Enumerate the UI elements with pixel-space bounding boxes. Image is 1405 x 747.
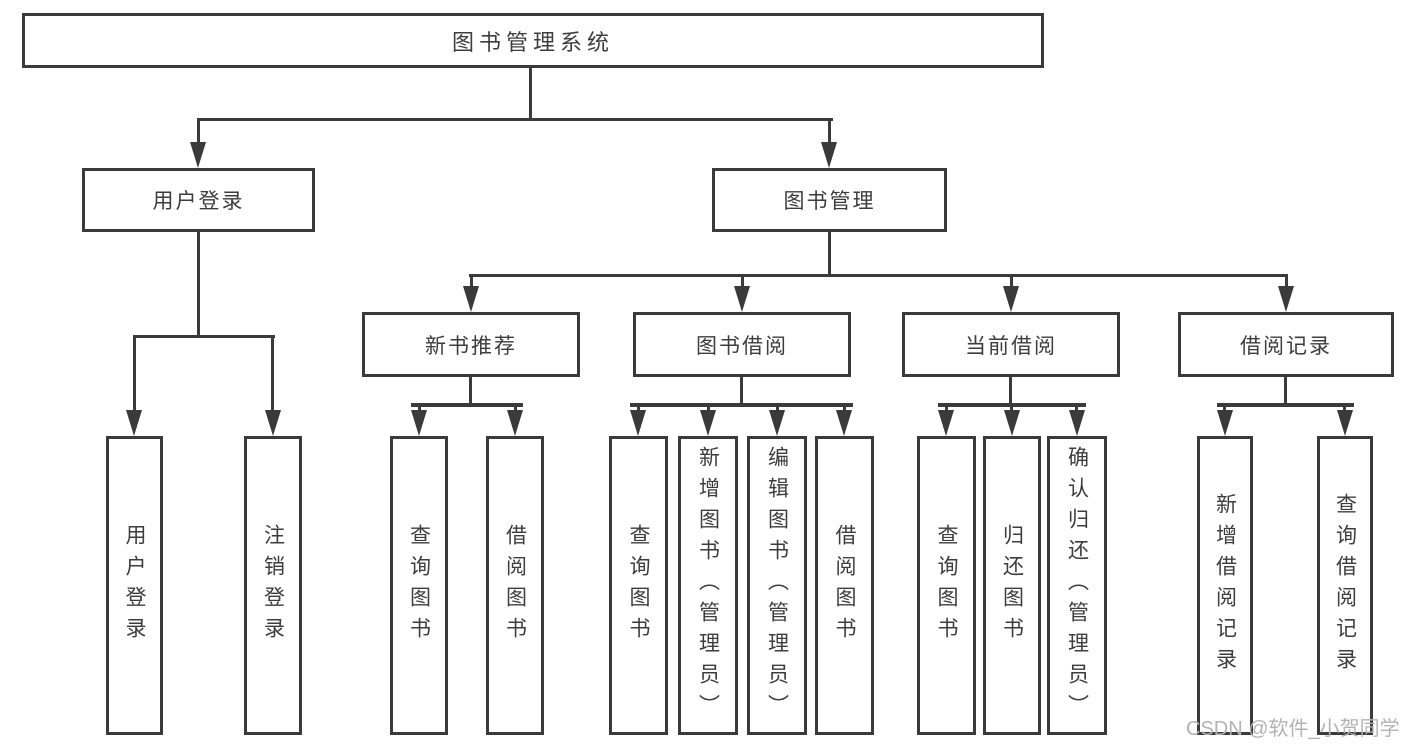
node-new-book-recommend: 新书推荐 [362,312,580,377]
connector-line [1075,403,1078,412]
arrowhead-down [1003,286,1019,312]
leaf-return-book: 归还图书 [983,436,1041,735]
connector-line [1284,377,1287,404]
arrowhead-down [630,410,646,436]
connector-line [197,232,200,335]
leaf-add-borrow-record: 新增借阅记录 [1197,436,1253,735]
arrowhead-down [836,410,852,436]
connector-line [828,232,831,274]
connector-line [1343,403,1346,412]
arrowhead-down [126,410,142,436]
leaf-query-books-borrow: 查询图书 [609,436,668,735]
connector-line [529,68,532,118]
connector-line [630,403,853,407]
node-current-borrow: 当前借阅 [902,312,1120,377]
node-label: 新增借阅记录 [1213,492,1237,679]
connector-line [776,403,779,412]
arrowhead-down [1278,286,1294,312]
leaf-query-books-recommend: 查询图书 [390,436,448,735]
node-label: 借阅图书 [503,523,527,648]
connector-line [1010,403,1013,412]
arrowhead-down [1217,410,1233,436]
connector-line [707,403,710,412]
arrowhead-down [411,410,427,436]
node-root: 图书管理系统 [22,13,1044,68]
arrowhead-down [1004,410,1020,436]
connector-line [945,403,948,412]
leaf-logout: 注销登录 [244,436,302,735]
node-label: 查询图书 [935,523,958,648]
connector-line [1217,403,1354,407]
connector-line [1223,403,1226,412]
arrowhead-down [1337,410,1353,436]
connector-line [637,403,640,412]
connector-line [418,403,421,412]
leaf-borrow-books: 借阅图书 [815,436,874,735]
node-label: 新书推荐 [425,334,517,358]
arrowhead-down [507,410,523,436]
node-book-management: 图书管理 [712,168,947,232]
node-label: 图书管理 [783,190,876,213]
leaf-confirm-return-admin: 确认归还（管理员） [1047,436,1107,735]
connector-line [843,403,846,412]
connector-line [411,403,523,407]
connector-line [1285,274,1288,288]
leaf-user-login: 用户登录 [106,436,163,735]
node-label: 注销登录 [261,523,285,648]
leaf-borrow-books-recommend: 借阅图书 [486,436,544,735]
connector-line [828,118,831,144]
watermark: CSDN @软件_小贺同学 [1186,718,1400,740]
connector-line [469,274,1288,277]
connector-line [271,335,274,412]
connector-line [514,403,517,412]
connector-line [740,377,743,404]
node-label: 查询图书 [407,523,431,648]
node-label: 查询借阅记录 [1333,492,1357,679]
arrowhead-down [265,410,281,436]
arrowhead-down [190,142,206,168]
node-label: 确认归还（管理员） [1065,446,1089,725]
node-label: 图书管理系统 [451,29,614,55]
connector-line [1009,377,1012,404]
connector-line [1010,274,1013,288]
node-label: 用户登录 [123,523,146,648]
arrowhead-down [821,142,837,168]
connector-line [470,274,473,288]
node-label: 编辑图书（管理员） [765,446,789,725]
connector-line [133,335,275,338]
node-user-login: 用户登录 [82,168,315,232]
connector-line [197,118,200,144]
leaf-add-book-admin: 新增图书（管理员） [678,436,738,735]
connector-line [469,377,472,404]
node-label: 图书借阅 [696,334,788,358]
arrowhead-down [734,286,750,312]
leaf-query-books-current: 查询图书 [917,436,976,735]
node-label: 借阅记录 [1240,334,1332,358]
connector-line [741,274,744,288]
arrowhead-down [938,410,954,436]
node-borrow-records: 借阅记录 [1178,312,1394,377]
node-book-borrow: 图书借阅 [633,312,851,377]
node-label: 新增图书（管理员） [696,446,720,725]
node-label: 归还图书 [1000,523,1024,648]
arrowhead-down [769,410,785,436]
arrowhead-down [1069,410,1085,436]
arrowhead-down [700,410,716,436]
node-label: 当前借阅 [965,334,1057,358]
connector-line [133,335,136,412]
node-label: 用户登录 [152,190,245,213]
node-label: 借阅图书 [833,523,856,648]
leaf-query-borrow-record: 查询借阅记录 [1317,436,1373,735]
arrowhead-down [463,286,479,312]
leaf-edit-book-admin: 编辑图书（管理员） [747,436,807,735]
connector-line [197,118,833,121]
node-label: 查询图书 [627,523,650,648]
